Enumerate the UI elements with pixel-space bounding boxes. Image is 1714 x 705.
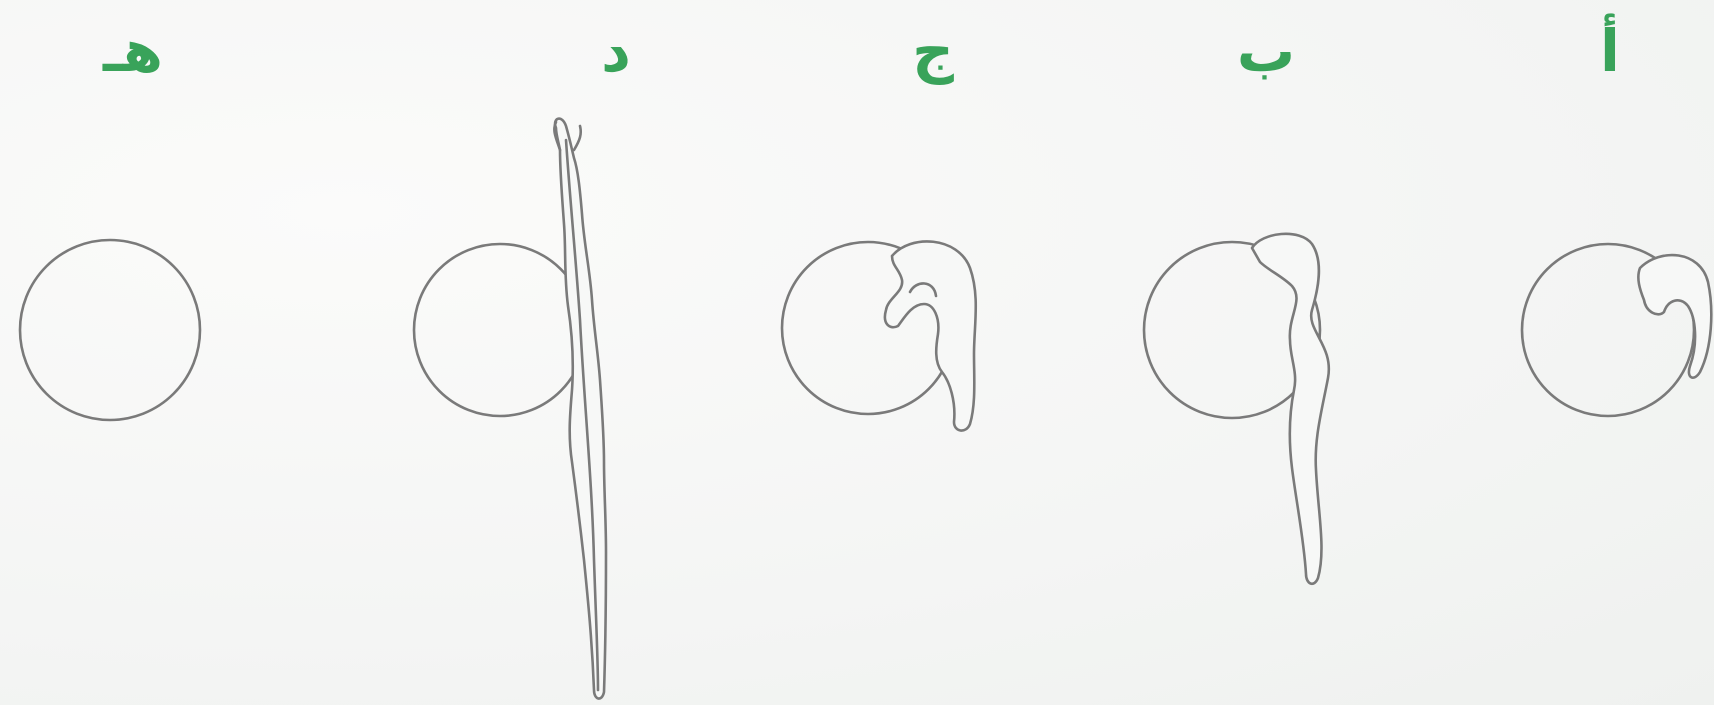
seed-stage-c [782,241,976,430]
seed-stage-a [1522,244,1711,416]
seed-e [20,240,200,420]
seed-d [414,244,586,416]
seed-stage-b [1144,234,1329,584]
seed-stage-e [20,240,200,420]
radicle-b [1252,234,1329,584]
radicle-c [885,241,976,430]
radicle-a [1638,255,1711,378]
seed-stage-d [414,119,606,699]
seedling-d [555,119,606,699]
